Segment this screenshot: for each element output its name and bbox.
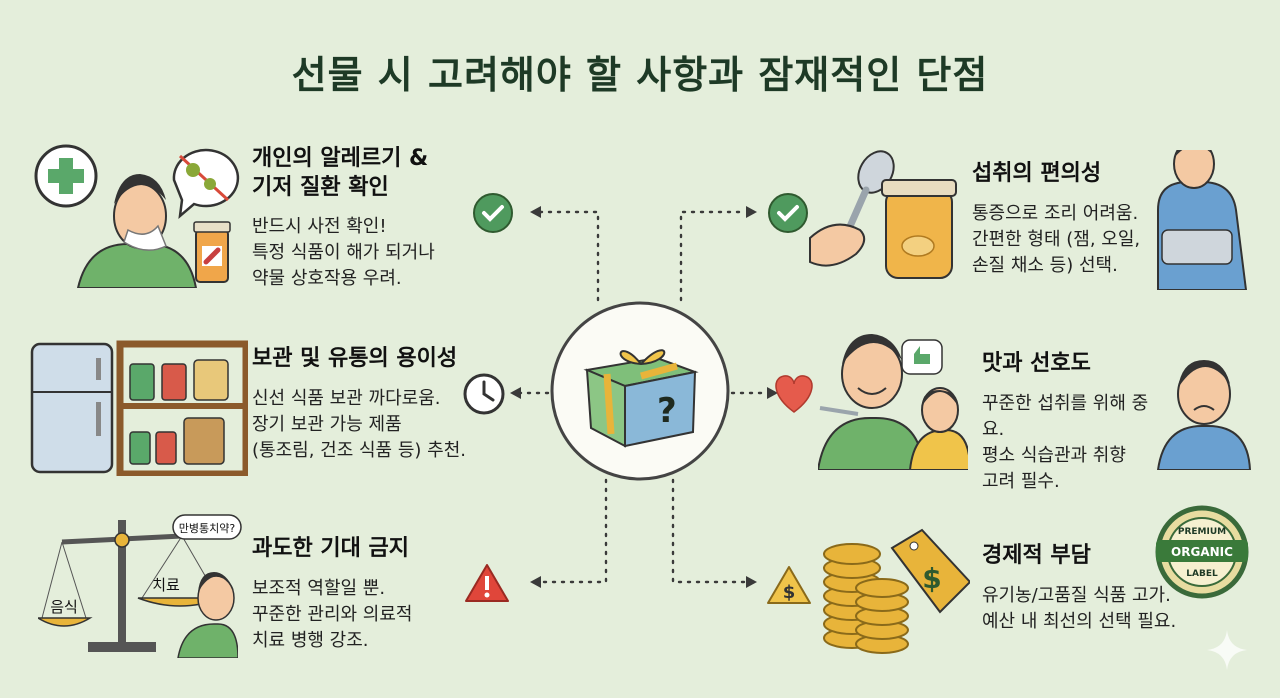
convenience-illustration: [809, 150, 1248, 290]
cost-desc: 유기농/고품질 식품 고가. 예산 내 최선의 선택 필요.: [982, 584, 1177, 632]
scale-left-label: 음식: [50, 598, 78, 616]
page-title: 선물 시 고려해야 할 사항과 잠재적인 단점: [291, 53, 989, 97]
cost-title: 경제적 부담: [982, 543, 1091, 568]
scale-illustration: 음식 치료: [38, 520, 238, 658]
dollar-sign: $: [922, 562, 941, 595]
badge-mid-text: ORGANIC: [1171, 545, 1233, 559]
taste-title: 맛과 선호도: [982, 351, 1091, 376]
allergy-desc: 반드시 사전 확인! 특정 식품이 해가 되거나 약물 상호작용 우려.: [252, 216, 435, 290]
allergy-illustration: [34, 144, 240, 288]
svg-text:$: $: [783, 582, 796, 603]
speech-bubble-text: 만병통치약?: [179, 521, 236, 535]
taste-illustration: [818, 334, 968, 470]
badge-top-text: PREMIUM: [1178, 527, 1226, 537]
check-icon: [768, 193, 808, 233]
heart-icon: [775, 375, 813, 413]
sad-person-illustration: [1156, 360, 1252, 470]
clock-icon: [463, 373, 505, 415]
taste-block: 맛과 선호도 꾸준한 섭취를 위해 중요. 평소 식습관과 취향 고려 필수.: [982, 350, 1162, 495]
sparkle-icon: [1207, 630, 1247, 670]
badge-bottom-text: LABEL: [1186, 569, 1218, 579]
check-icon: [473, 193, 513, 233]
storage-illustration: [30, 340, 248, 476]
storage-title: 보관 및 유통의 용이성: [252, 346, 458, 371]
allergy-block: 개인의 알레르기 & 기저 질환 확인 반드시 사전 확인! 특정 식품이 해가…: [252, 145, 472, 292]
gift-box-illustration: ?: [550, 301, 730, 481]
cost-block: 경제적 부담 유기농/고품질 식품 고가. 예산 내 최선의 선택 필요.: [982, 542, 1212, 635]
storage-block: 보관 및 유통의 용이성 신선 식품 보관 까다로움. 장기 보관 가능 제품 …: [252, 345, 482, 464]
convenience-desc: 통증으로 조리 어려움. 간편한 형태 (잼, 오일, 손질 채소 등) 선택.: [972, 202, 1141, 276]
expectation-title: 과도한 기대 금지: [252, 536, 409, 561]
dollar-icon: $: [767, 566, 811, 604]
expectation-block: 과도한 기대 금지 보조적 역할일 뿐. 꾸준한 관리와 의료적 치료 병행 강…: [252, 535, 472, 654]
warning-icon: [465, 564, 509, 602]
allergy-title: 개인의 알레르기 & 기저 질환 확인: [252, 146, 429, 200]
question-mark: ?: [657, 391, 677, 431]
taste-desc: 꾸준한 섭취를 위해 중요. 평소 식습관과 취향 고려 필수.: [982, 392, 1149, 492]
speech-bubble: 만병통치약?: [172, 514, 242, 540]
expectation-desc: 보조적 역할일 뿐. 꾸준한 관리와 의료적 치료 병행 강조.: [252, 577, 413, 651]
cost-illustration: $: [823, 528, 970, 654]
convenience-title: 섭취의 편의성: [972, 161, 1102, 186]
scale-right-label: 치료: [152, 576, 180, 594]
convenience-block: 섭취의 편의성 통증으로 조리 어려움. 간편한 형태 (잼, 오일, 손질 채…: [972, 160, 1162, 279]
organic-badge: PREMIUM ORGANIC LABEL: [1155, 505, 1249, 599]
storage-desc: 신선 식품 보관 까다로움. 장기 보관 가능 제품 (통조림, 건조 식품 등…: [252, 387, 466, 461]
